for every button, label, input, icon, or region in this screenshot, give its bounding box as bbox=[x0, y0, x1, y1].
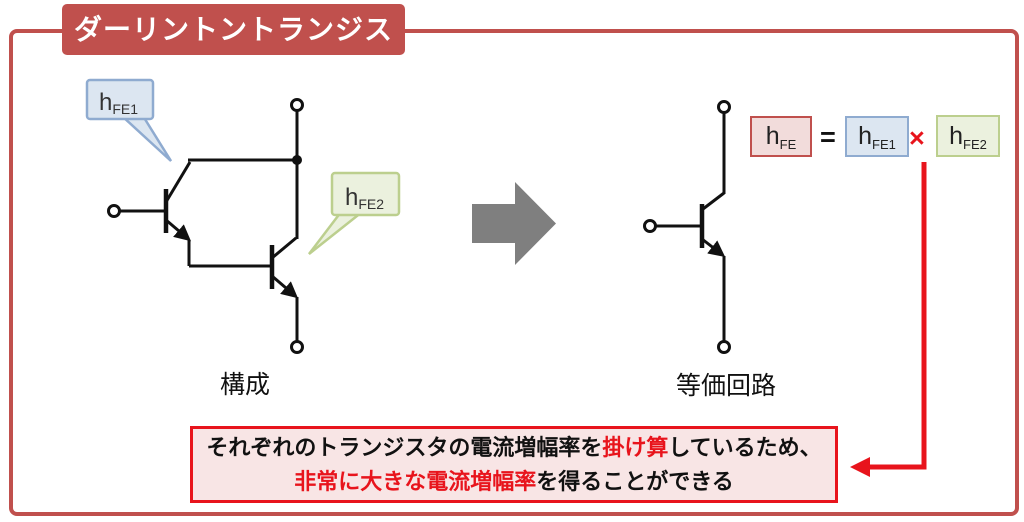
eq-input-terminal-node bbox=[643, 219, 657, 233]
page-title: ダーリントントランジスタ bbox=[62, 4, 405, 96]
eq-top-terminal-node bbox=[717, 100, 731, 114]
note-line1-black2: しているため、 bbox=[668, 434, 822, 460]
formula-hfe-box: hFE bbox=[750, 116, 812, 157]
formula-hfe2-box: hFE2 bbox=[936, 115, 1000, 157]
hfe1-callout-tail bbox=[118, 114, 173, 162]
eq-collector bbox=[702, 191, 725, 211]
hfe-label: hFE bbox=[765, 122, 797, 152]
bottom-terminal-node bbox=[290, 340, 304, 354]
eq-emitter-arrow bbox=[701, 237, 726, 258]
note-line1: それぞれのトランジスタの電流増幅率を掛け算しているため、 bbox=[206, 431, 821, 465]
note-line2-red: 非常に大きな電流増幅率 bbox=[294, 468, 537, 494]
q1-emitter-arrow bbox=[165, 218, 192, 242]
multiply-sign: × bbox=[909, 123, 925, 153]
note-line1-black1: それぞれのトランジスタの電流増幅率を bbox=[206, 434, 603, 460]
hfe2-callout-label: hFE2 bbox=[345, 184, 384, 212]
hfe2-callout: hFE2 bbox=[308, 171, 401, 255]
outer-frame bbox=[9, 29, 1019, 516]
right-diagram-caption: 等価回路 bbox=[675, 372, 776, 400]
note-line1-red: 掛け算 bbox=[602, 434, 669, 460]
eq-bottom-terminal-node bbox=[717, 340, 731, 354]
hfe1-label: hFE1 bbox=[858, 122, 896, 152]
hfe2-label: hFE2 bbox=[949, 121, 987, 152]
formula-hfe1-box: hFE1 bbox=[845, 116, 909, 157]
equivalent-circuit bbox=[643, 100, 731, 354]
note-line2: 非常に大きな電流増幅率を得ることができる bbox=[294, 465, 734, 499]
left-diagram-caption: 構成 bbox=[219, 371, 270, 399]
right-block-arrow-icon bbox=[472, 182, 556, 265]
formula-to-note-arrow bbox=[850, 162, 927, 477]
top-terminal-node bbox=[290, 98, 304, 112]
input-terminal-node bbox=[107, 204, 121, 218]
junction-dot bbox=[292, 155, 302, 165]
note-box: それぞれのトランジスタの電流増幅率を掛け算しているため、 非常に大きな電流増幅率… bbox=[190, 426, 838, 503]
q2-emitter-arrow bbox=[271, 274, 299, 299]
hfe1-callout-label: hFE1 bbox=[99, 89, 138, 117]
hfe2-callout-tail bbox=[308, 210, 366, 255]
equals-sign: = bbox=[820, 122, 836, 152]
hfe1-callout-box bbox=[85, 78, 155, 121]
q1-collector bbox=[164, 161, 192, 203]
q2-collector bbox=[271, 236, 297, 260]
hfe1-callout: hFE1 bbox=[85, 78, 173, 162]
darlington-circuit bbox=[107, 98, 304, 354]
hfe2-callout-box bbox=[330, 171, 401, 217]
note-line2-black: を得ることができる bbox=[536, 468, 734, 494]
